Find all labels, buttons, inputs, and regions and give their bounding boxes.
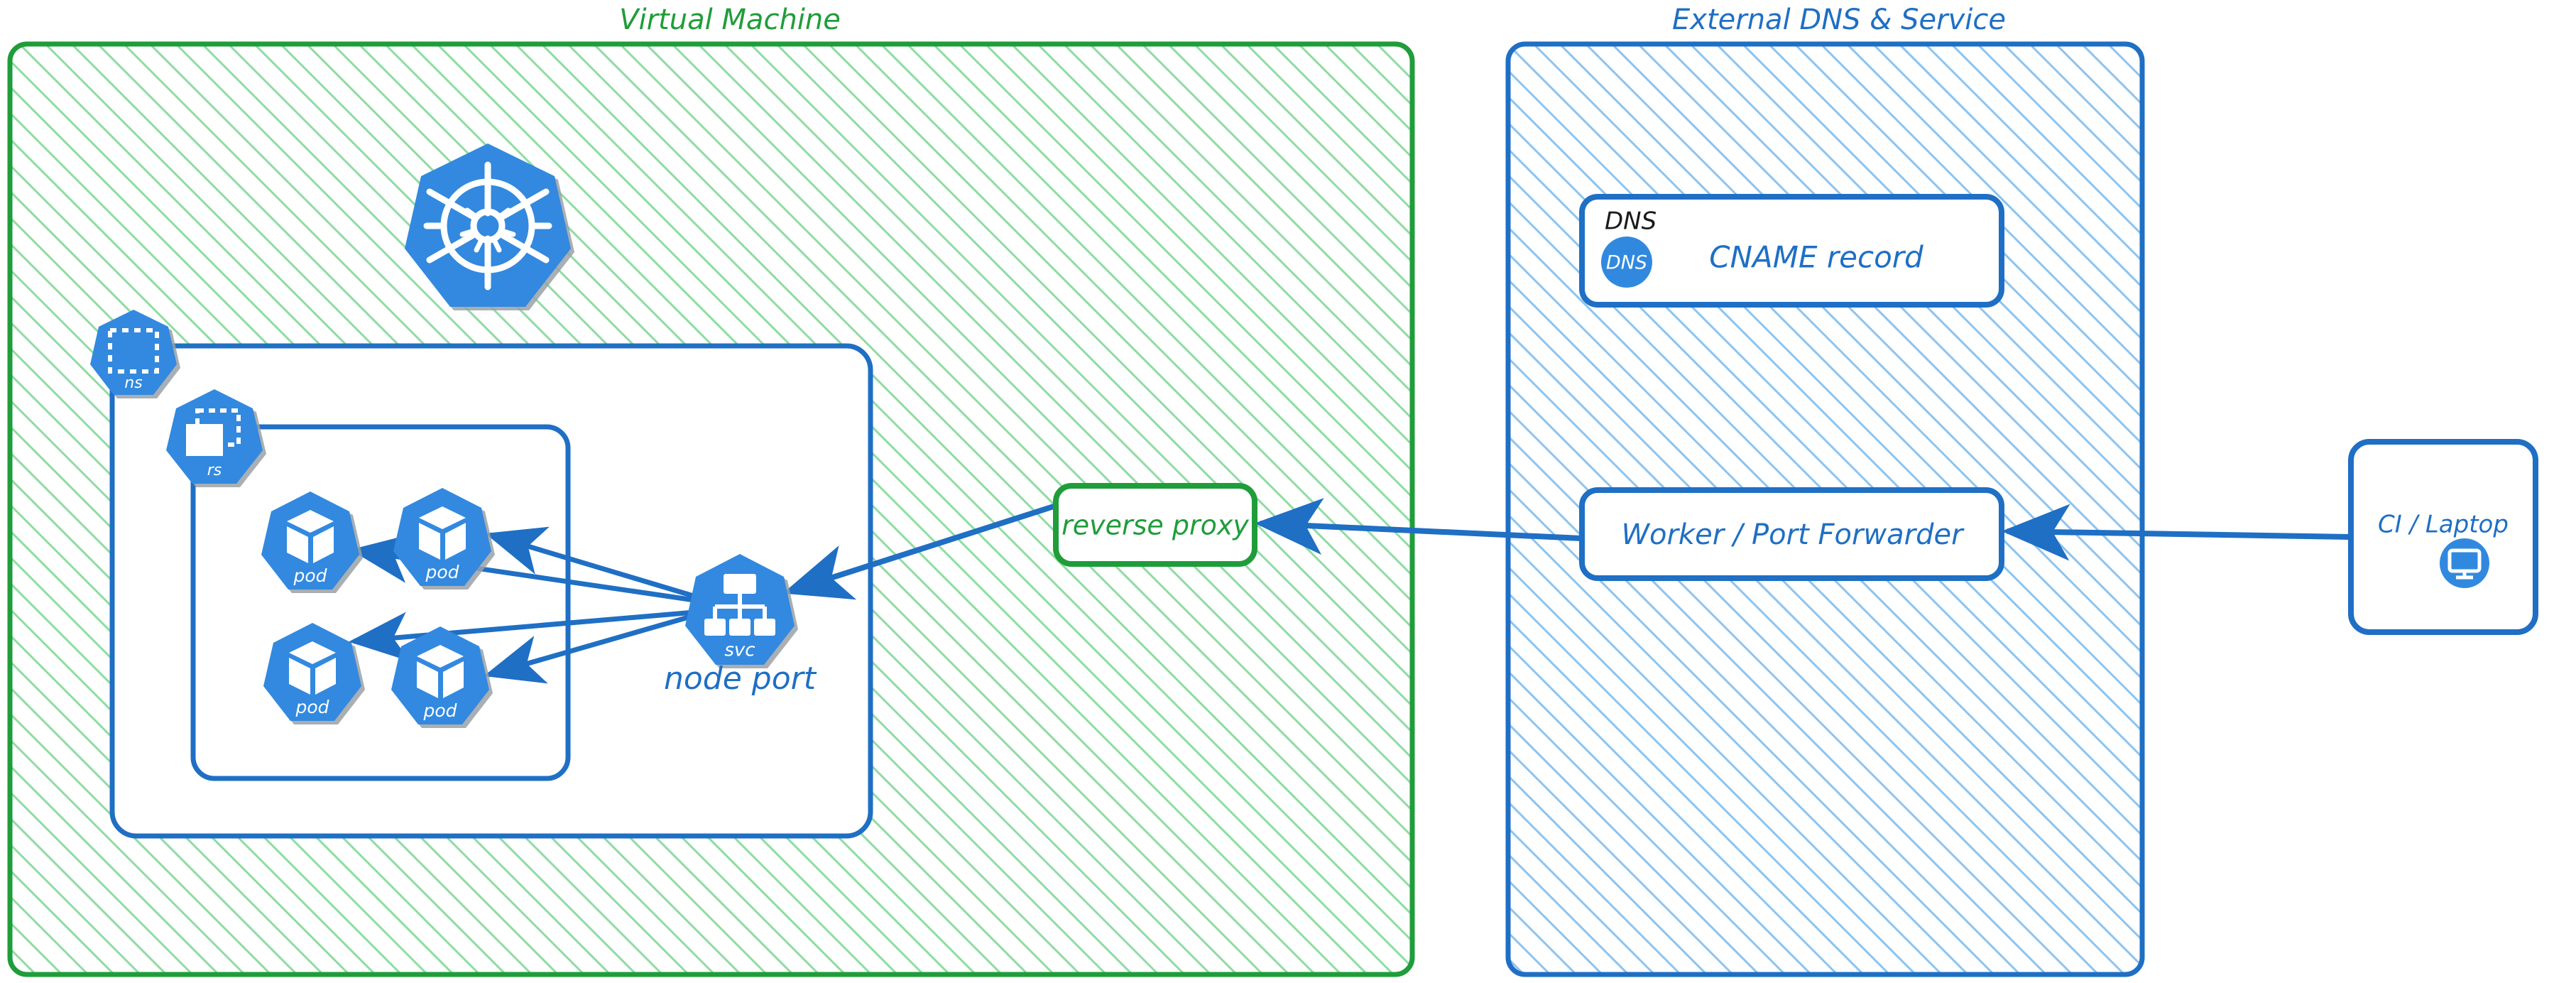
- pod-1: pod: [261, 492, 359, 590]
- pod-3-label: pod: [295, 697, 329, 717]
- replicaset-icon-label: rs: [207, 462, 222, 479]
- dns-record-box[interactable]: DNS DNS CNAME record: [1579, 194, 2004, 308]
- worker-port-forwarder-box-border[interactable]: [1579, 487, 2004, 581]
- virtual-machine-panel-title: Virtual Machine: [619, 4, 841, 36]
- ci-laptop-box[interactable]: CI / Laptop: [2348, 439, 2538, 635]
- pod-2: pod: [393, 488, 491, 586]
- reverse-proxy-label: reverse proxy: [1061, 510, 1249, 541]
- dns-record-box-border[interactable]: [1579, 194, 2004, 308]
- desktop-monitor-icon: [2440, 538, 2489, 588]
- worker-port-forwarder-label: Worker / Port Forwarder: [1621, 518, 1965, 551]
- pod-2-label: pod: [425, 562, 459, 582]
- arrow-svc-to-pod-2: [485, 526, 697, 599]
- reverse-proxy-box[interactable]: reverse proxy: [1053, 483, 1257, 567]
- dns-circle-icon: DNS: [1601, 237, 1652, 288]
- dns-record-badge-label: DNS: [1605, 207, 1657, 236]
- service-icon-label: svc: [724, 640, 755, 661]
- node-port-label: node port: [664, 661, 817, 697]
- kubernetes-wheel-icon: [405, 143, 571, 307]
- pod-3: pod: [263, 623, 361, 721]
- ci-laptop-box-border[interactable]: [2348, 439, 2538, 635]
- arrow-ci-laptop-to-worker: [2002, 504, 2352, 561]
- worker-port-forwarder-box[interactable]: Worker / Port Forwarder: [1579, 487, 2004, 581]
- reverse-proxy-box-border[interactable]: [1053, 483, 1257, 567]
- namespace-icon-label: ns: [124, 374, 142, 392]
- replicaset-icon: rs: [166, 389, 263, 484]
- cname-record-label: CNAME record: [1709, 240, 1923, 275]
- service-tree-icon: svc: [685, 554, 795, 665]
- pod-4-label: pod: [422, 700, 457, 721]
- external-dns-panel-title: External DNS & Service: [1672, 4, 2006, 36]
- ci-laptop-label: CI / Laptop: [2378, 511, 2509, 539]
- dns-circle-icon-label: DNS: [1606, 252, 1647, 274]
- namespace-icon: ns: [90, 310, 177, 395]
- arrow-svc-to-pod-4: [484, 612, 697, 684]
- arrow-reverse-proxy-to-service: [782, 503, 1057, 600]
- arrow-worker-to-reverse-proxy: [1255, 498, 1583, 555]
- pod-4: pod: [391, 626, 489, 724]
- replicaset-container: [190, 424, 571, 781]
- pod-1-label: pod: [293, 565, 327, 586]
- arrow-svc-to-pod-3: [349, 609, 695, 662]
